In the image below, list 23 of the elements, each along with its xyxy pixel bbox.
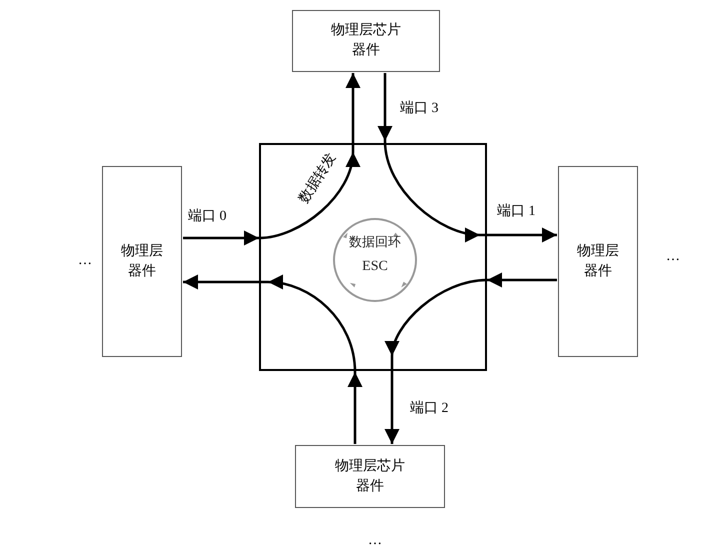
- device-label: 物理层芯片器件: [335, 458, 405, 496]
- port-label: 端口 0: [188, 208, 226, 226]
- arrow: [183, 274, 362, 444]
- device-label: 物理层芯片器件: [331, 22, 401, 60]
- port-label: 端口 2: [410, 400, 448, 418]
- port-label: 端口 3: [400, 100, 438, 118]
- device-box: [558, 166, 638, 357]
- ellipsis-label: …: [368, 532, 382, 550]
- ellipsis-label: …: [666, 248, 680, 266]
- edge-label: 数据转发: [296, 150, 340, 208]
- esc-label: ESC: [361, 258, 389, 276]
- device-box: [102, 166, 182, 357]
- device-box: [292, 10, 440, 72]
- ellipsis-label: …: [78, 252, 92, 270]
- device-label: 物理层器件: [121, 242, 163, 280]
- device-label: 物理层器件: [577, 242, 619, 280]
- loop-label: 数据回环: [348, 233, 402, 251]
- device-box: [295, 445, 445, 508]
- esc-box: [259, 143, 487, 371]
- arrow: [384, 272, 557, 444]
- port-label: 端口 1: [497, 202, 536, 221]
- arrow: [378, 73, 557, 242]
- arrow: [183, 73, 360, 246]
